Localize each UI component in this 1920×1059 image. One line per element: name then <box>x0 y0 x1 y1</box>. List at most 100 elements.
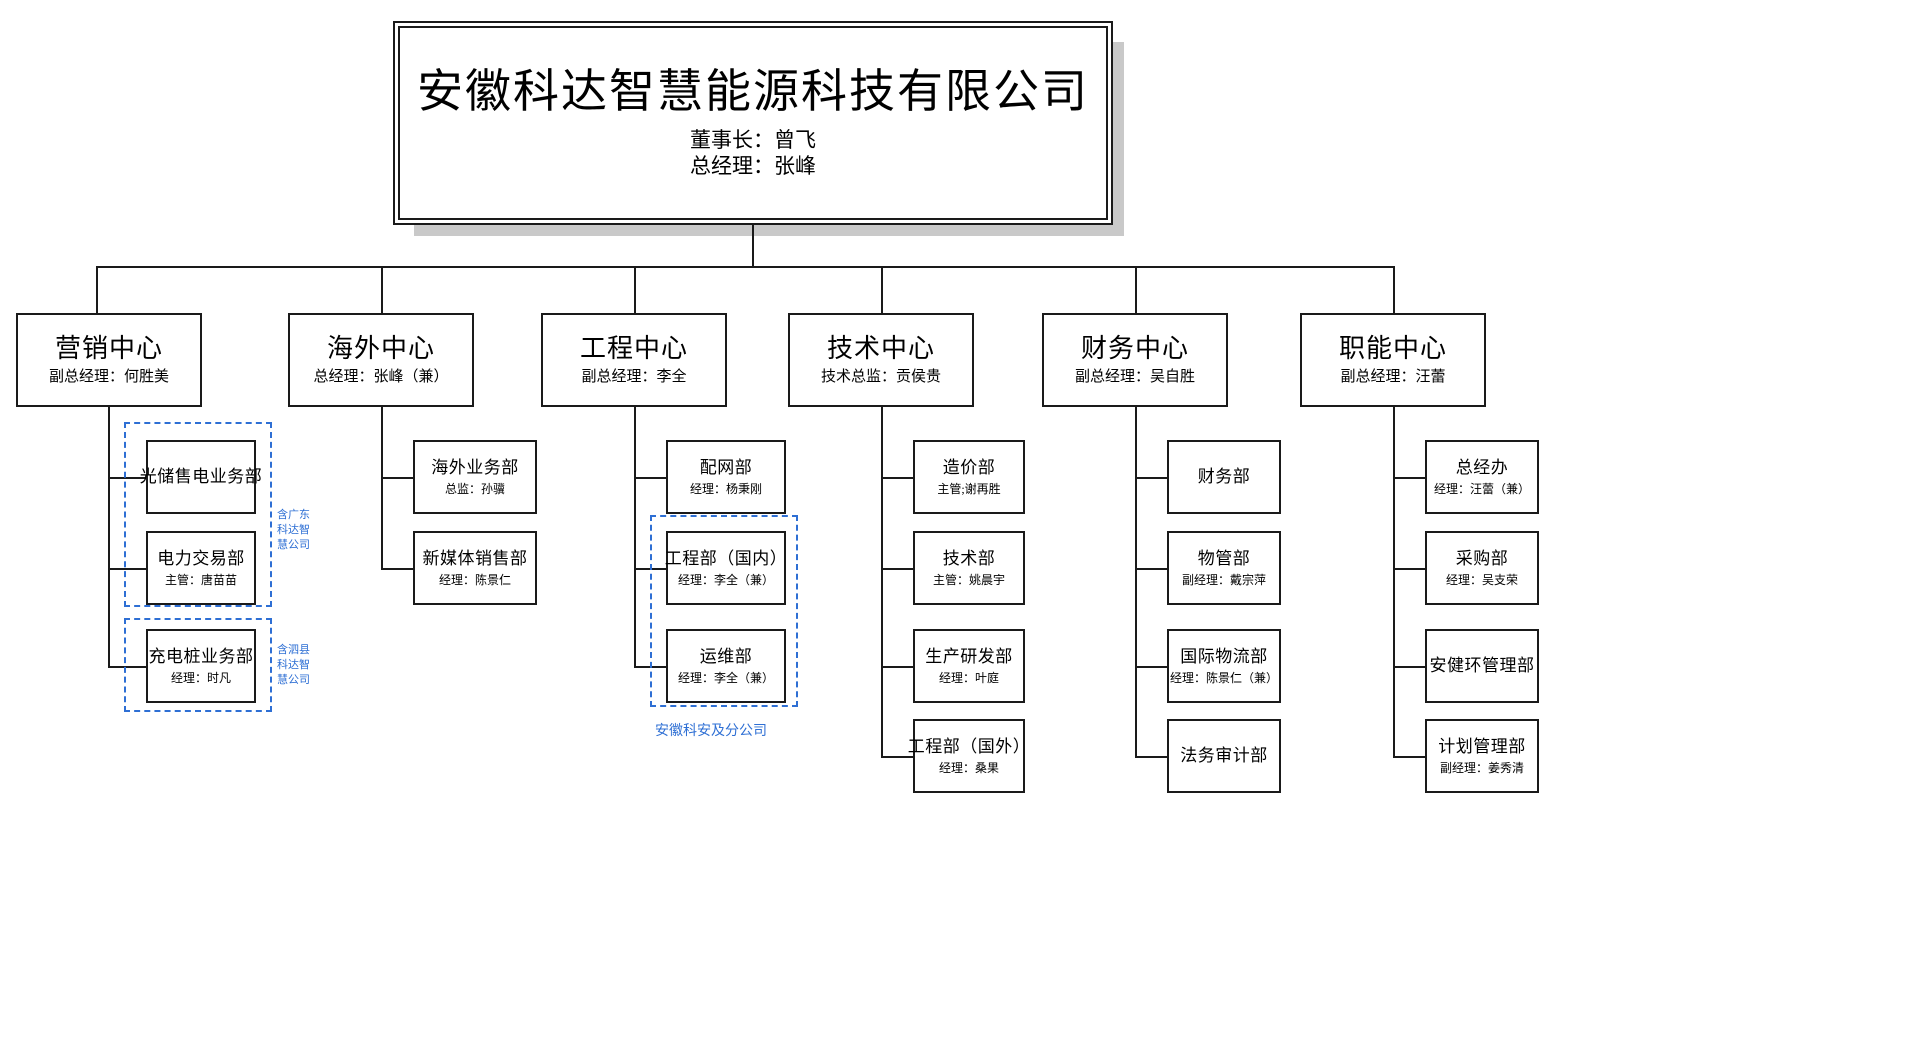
dept-leader-technology-3: 经理：桑果 <box>938 761 999 776</box>
dept-box-overseas-0[interactable]: 海外业务部 总监：孙骥 <box>413 440 537 514</box>
spine-overseas <box>381 407 383 570</box>
dept-name-finance-2: 国际物流部 <box>1180 646 1268 666</box>
dept-box-finance-3[interactable]: 法务审计部 <box>1167 719 1281 793</box>
root-company-box[interactable]: 安徽科达智慧能源科技有限公司 董事长：曾飞 总经理：张峰 <box>398 26 1108 220</box>
dept-box-marketing-2[interactable]: 充电桩业务部 经理：时凡 <box>146 629 256 703</box>
spine-functional <box>1393 407 1395 756</box>
dept-leader-engineering-2: 经理：李全（兼） <box>677 671 774 686</box>
dept-name-engineering-2: 运维部 <box>699 646 753 666</box>
dept-leader-marketing-2: 经理：时凡 <box>170 671 231 686</box>
dept-box-finance-0[interactable]: 财务部 <box>1167 440 1281 514</box>
dept-name-finance-3: 法务审计部 <box>1180 746 1268 766</box>
center-name-engineering: 工程中心 <box>579 334 688 364</box>
branch-line-overseas-0 <box>381 477 415 479</box>
branch-line-marketing-1 <box>108 568 148 570</box>
center-leader-technology: 技术总监：贡侯贵 <box>820 368 941 385</box>
dept-box-overseas-1[interactable]: 新媒体销售部 经理：陈景仁 <box>413 531 537 605</box>
dept-leader-engineering-0: 经理：杨秉刚 <box>689 482 762 497</box>
dept-leader-overseas-0: 总监：孙骥 <box>444 482 505 497</box>
center-box-overseas[interactable]: 海外中心 总经理：张峰（兼） <box>288 313 474 407</box>
center-drop-technology <box>881 266 883 314</box>
dept-leader-functional-1: 经理：吴支荣 <box>1445 573 1518 588</box>
branch-line-functional-3 <box>1393 756 1427 758</box>
dept-box-technology-0[interactable]: 造价部 主管;谢再胜 <box>913 440 1025 514</box>
center-name-functional: 职能中心 <box>1338 334 1447 364</box>
annotation-kean: 安徽科安及分公司 <box>655 724 767 739</box>
dept-box-technology-3[interactable]: 工程部（国外） 经理：桑果 <box>908 719 1030 793</box>
dept-name-functional-3: 计划管理部 <box>1438 736 1526 756</box>
branch-line-finance-1 <box>1135 568 1169 570</box>
center-leader-marketing: 副总经理：何胜美 <box>48 368 169 385</box>
center-drop-marketing <box>96 266 98 314</box>
dept-box-functional-3[interactable]: 计划管理部 副经理：姜秀清 <box>1425 719 1539 793</box>
dept-box-engineering-1[interactable]: 工程部（国内） 经理：李全（兼） <box>664 531 788 605</box>
annotation-guangdong: 含广东 科达智 慧公司 <box>277 509 310 551</box>
branch-line-technology-2 <box>881 666 915 668</box>
center-leader-overseas: 总经理：张峰（兼） <box>313 368 449 385</box>
branch-line-marketing-2 <box>108 666 148 668</box>
branch-line-functional-2 <box>1393 666 1427 668</box>
dept-name-technology-2: 生产研发部 <box>925 646 1013 666</box>
dept-name-marketing-0: 光储售电业务部 <box>139 467 263 487</box>
branch-line-finance-0 <box>1135 477 1169 479</box>
dept-name-engineering-1: 工程部（国内） <box>664 548 788 568</box>
dept-leader-technology-2: 经理：叶庭 <box>938 671 999 686</box>
dept-name-marketing-2: 充电桩业务部 <box>148 646 254 666</box>
center-box-technology[interactable]: 技术中心 技术总监：贡侯贵 <box>788 313 974 407</box>
center-leader-engineering: 副总经理：李全 <box>581 368 687 385</box>
center-drop-functional <box>1393 266 1395 314</box>
center-box-marketing[interactable]: 营销中心 副总经理：何胜美 <box>16 313 202 407</box>
center-box-finance[interactable]: 财务中心 副总经理：吴自胜 <box>1042 313 1228 407</box>
branch-line-finance-3 <box>1135 756 1169 758</box>
dept-name-technology-1: 技术部 <box>942 548 996 568</box>
dept-name-overseas-0: 海外业务部 <box>431 457 519 477</box>
dashed-group-guangdong <box>124 422 272 607</box>
dept-box-finance-1[interactable]: 物管部 副经理：戴宗萍 <box>1167 531 1281 605</box>
dept-name-technology-3: 工程部（国外） <box>907 736 1031 756</box>
dept-leader-technology-1: 主管：姚晨宇 <box>932 573 1005 588</box>
center-name-finance: 财务中心 <box>1080 334 1189 364</box>
center-leader-finance: 副总经理：吴自胜 <box>1074 368 1195 385</box>
dept-box-engineering-2[interactable]: 运维部 经理：李全（兼） <box>666 629 786 703</box>
dept-leader-overseas-1: 经理：陈景仁 <box>438 573 511 588</box>
annotation-sixian: 含泗县 科达智 慧公司 <box>277 644 310 686</box>
dept-box-marketing-1[interactable]: 电力交易部 主管：唐苗苗 <box>146 531 256 605</box>
branch-line-technology-3 <box>881 756 915 758</box>
center-name-overseas: 海外中心 <box>326 334 435 364</box>
dept-leader-finance-2: 经理：陈景仁（兼） <box>1169 671 1278 686</box>
branch-line-marketing-0 <box>108 477 148 479</box>
dept-name-finance-0: 财务部 <box>1197 467 1251 487</box>
center-drop-overseas <box>381 266 383 314</box>
main-bus-line <box>97 266 1395 268</box>
dashed-group-sixian <box>124 618 272 712</box>
dept-box-technology-1[interactable]: 技术部 主管：姚晨宇 <box>913 531 1025 605</box>
dept-name-functional-1: 采购部 <box>1455 548 1509 568</box>
dept-box-finance-2[interactable]: 国际物流部 经理：陈景仁（兼） <box>1167 629 1281 703</box>
dept-name-technology-0: 造价部 <box>942 457 996 477</box>
dept-box-marketing-0[interactable]: 光储售电业务部 <box>140 440 262 514</box>
dept-box-functional-2[interactable]: 安健环管理部 <box>1425 629 1539 703</box>
dept-leader-engineering-1: 经理：李全（兼） <box>677 573 774 588</box>
dept-leader-marketing-1: 主管：唐苗苗 <box>164 573 237 588</box>
dept-name-functional-0: 总经办 <box>1455 457 1509 477</box>
root-company-name: 安徽科达智慧能源科技有限公司 <box>417 66 1089 118</box>
dept-box-technology-2[interactable]: 生产研发部 经理：叶庭 <box>913 629 1025 703</box>
dept-box-functional-1[interactable]: 采购部 经理：吴支荣 <box>1425 531 1539 605</box>
dept-box-engineering-0[interactable]: 配网部 经理：杨秉刚 <box>666 440 786 514</box>
dept-leader-functional-3: 副经理：姜秀清 <box>1439 761 1524 776</box>
spine-finance <box>1135 407 1137 756</box>
spine-marketing <box>108 407 110 668</box>
branch-line-finance-2 <box>1135 666 1169 668</box>
center-leader-functional: 副总经理：汪蕾 <box>1340 368 1446 385</box>
branch-line-technology-0 <box>881 477 915 479</box>
dept-box-functional-0[interactable]: 总经办 经理：汪蕾（兼） <box>1425 440 1539 514</box>
center-box-functional[interactable]: 职能中心 副总经理：汪蕾 <box>1300 313 1486 407</box>
root-stem-line <box>752 220 754 268</box>
dept-leader-finance-1: 副经理：戴宗萍 <box>1181 573 1266 588</box>
center-name-technology: 技术中心 <box>826 334 935 364</box>
spine-engineering <box>634 407 636 668</box>
branch-line-engineering-0 <box>634 477 668 479</box>
center-box-engineering[interactable]: 工程中心 副总经理：李全 <box>541 313 727 407</box>
branch-line-overseas-1 <box>381 568 415 570</box>
